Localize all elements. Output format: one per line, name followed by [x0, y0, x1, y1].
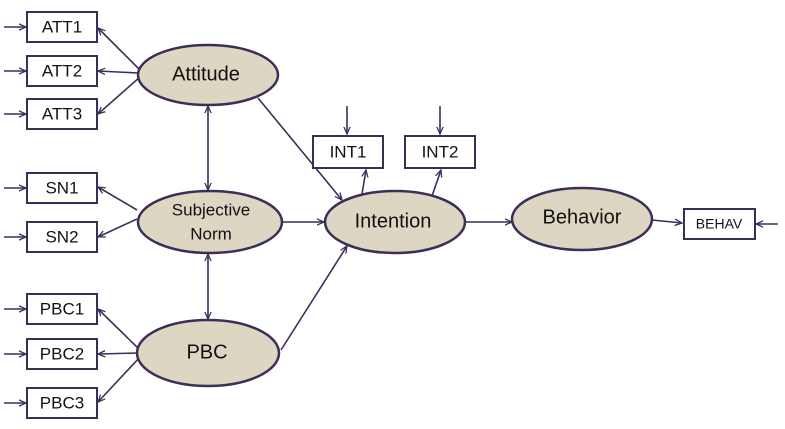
- indicator-int2: INT2: [404, 135, 476, 169]
- loading-arrow-pbc2: [98, 353, 139, 354]
- loading-arrow-int1: [362, 170, 366, 195]
- latent-label: Behavior: [543, 206, 622, 228]
- loading-arrow-att1: [98, 28, 141, 71]
- indicator-att2: ATT2: [26, 55, 98, 87]
- indicator-sn1: SN1: [26, 172, 98, 204]
- loading-arrow-att3: [98, 76, 141, 114]
- latent-label: PBC: [186, 341, 227, 363]
- indicator-pbc1: PBC1: [26, 293, 98, 325]
- indicator-att1: ATT1: [26, 11, 98, 43]
- indicator-label: SN1: [45, 178, 78, 197]
- indicator-label: PBC2: [40, 344, 84, 363]
- latent-label: Intention: [355, 210, 432, 232]
- latent-label-line2: Norm: [190, 224, 232, 243]
- path-pbc-intention: [280, 246, 347, 351]
- loading-arrow-behav: [651, 220, 682, 223]
- indicator-sn2: SN2: [26, 221, 98, 253]
- indicator-label: SN2: [45, 227, 78, 246]
- loading-arrow-pbc1: [98, 309, 141, 351]
- latent-pbc: PBC: [135, 318, 281, 388]
- latent-label-line1: Subjective: [172, 200, 250, 219]
- indicator-label: ATT3: [42, 104, 82, 123]
- loading-arrow-int2: [431, 170, 441, 197]
- indicator-int1: INT1: [312, 135, 384, 169]
- indicator-label: PBC1: [40, 299, 84, 318]
- latent-intention: Intention: [323, 189, 467, 255]
- loading-arrow-sn2: [98, 218, 138, 238]
- indicator-label: BEHAV: [696, 216, 743, 232]
- indicator-label: PBC3: [40, 393, 84, 412]
- indicator-label: ATT2: [42, 61, 82, 80]
- loading-arrow-pbc3: [98, 356, 141, 402]
- latent-label: Attitude: [172, 63, 240, 85]
- loading-arrow-sn1: [98, 187, 138, 211]
- indicator-pbc2: PBC2: [26, 338, 98, 370]
- indicator-label: INT2: [422, 142, 459, 161]
- indicator-label: INT1: [330, 142, 367, 161]
- latent-subjective-norm: Subjective Norm: [136, 189, 284, 255]
- indicator-att3: ATT3: [26, 98, 98, 130]
- loading-arrow-att2: [98, 71, 139, 73]
- indicator-label: ATT1: [42, 17, 82, 36]
- indicator-behav: BEHAV: [683, 208, 756, 240]
- path-attitude-intention: [257, 97, 342, 200]
- latent-attitude: Attitude: [136, 43, 280, 107]
- indicator-pbc3: PBC3: [26, 387, 98, 419]
- latent-behavior: Behavior: [510, 186, 654, 252]
